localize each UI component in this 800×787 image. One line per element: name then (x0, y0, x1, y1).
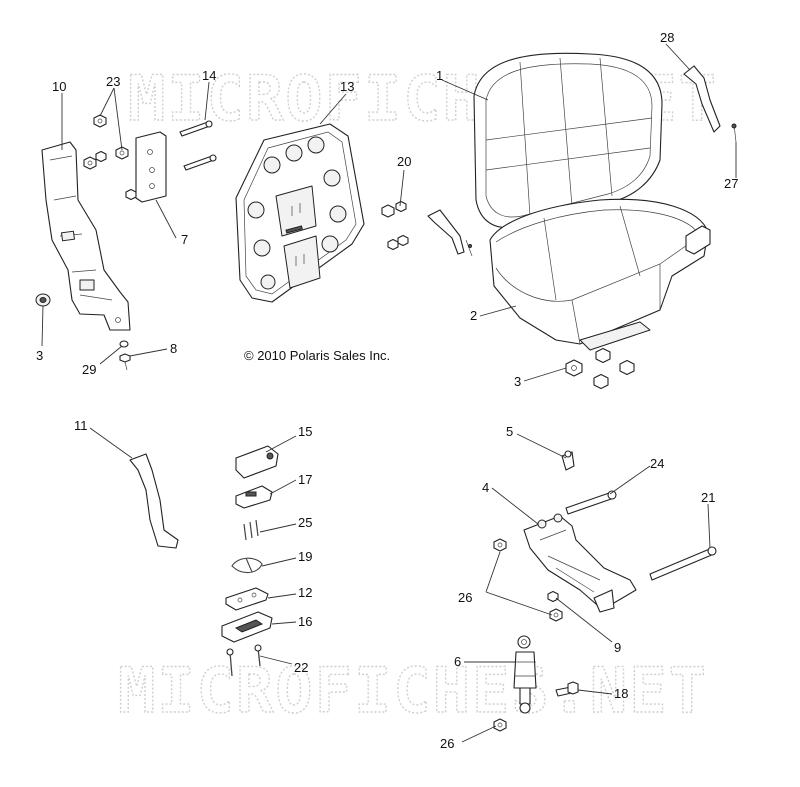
part-26-nut-lower (493, 718, 507, 732)
callout-9: 9 (614, 640, 621, 655)
part-23-nuts (83, 114, 137, 201)
part-12-plate (225, 587, 269, 611)
callout-7: 7 (181, 232, 188, 247)
part-26-nut-upper (493, 538, 507, 552)
callout-8: 8 (170, 341, 177, 356)
callout-6: 6 (454, 654, 461, 669)
copyright-notice: © 2010 Polaris Sales Inc. (244, 348, 390, 363)
part-6-shock-absorber (513, 635, 537, 714)
part-28-strap (683, 65, 721, 133)
part-27-pin (731, 123, 737, 143)
callout-3-left: 3 (36, 348, 43, 363)
callout-19: 19 (298, 549, 312, 564)
part-4-seat-frame (523, 513, 637, 613)
callout-24: 24 (650, 456, 664, 471)
part-5-bolt (561, 450, 575, 471)
callout-16: 16 (298, 614, 312, 629)
part-25-pins (243, 519, 259, 541)
part-11-strap (129, 453, 179, 549)
callout-labels: 1 2 3 3 4 5 6 7 8 9 10 11 12 13 14 15 16… (36, 30, 738, 751)
callout-27: 27 (724, 176, 738, 191)
callout-5: 5 (506, 424, 513, 439)
part-3-nuts-right (565, 347, 635, 390)
callout-12: 12 (298, 585, 312, 600)
leader-lines (41, 43, 737, 743)
seat-strap (427, 209, 473, 257)
callout-21: 21 (701, 490, 715, 505)
part-24-rod (565, 490, 617, 515)
part-10-seat-bracket (41, 141, 131, 331)
callout-29: 29 (82, 362, 96, 377)
callout-4: 4 (482, 480, 489, 495)
callout-1: 1 (436, 68, 443, 83)
part-7-mount-bracket (135, 131, 167, 203)
part-19-spring-clip (231, 557, 263, 574)
part-20-bolts (381, 200, 409, 251)
part-18-bolt (555, 681, 579, 697)
callout-23: 23 (106, 74, 120, 89)
callout-28: 28 (660, 30, 674, 45)
watermark-bottom: MICROFICHES.NET (118, 654, 708, 727)
part-3-bumper-left (35, 293, 51, 307)
callout-26-lower: 26 (440, 736, 454, 751)
callout-14: 14 (202, 68, 216, 83)
part-17-latch (235, 485, 273, 509)
part-16-base-plate (221, 611, 273, 643)
part-22-screws (226, 644, 262, 677)
part-21-rod (649, 546, 717, 581)
part-29-washer (119, 340, 129, 348)
callout-22: 22 (294, 660, 308, 675)
callout-3-right: 3 (514, 374, 521, 389)
callout-26-upper: 26 (458, 590, 472, 605)
callout-20: 20 (397, 154, 411, 169)
callout-10: 10 (52, 79, 66, 94)
callout-25: 25 (298, 515, 312, 530)
callout-11: 11 (74, 418, 88, 433)
callout-17: 17 (298, 472, 312, 487)
part-26-nut-mid (549, 608, 563, 622)
callout-18: 18 (614, 686, 628, 701)
part-2-seat-base (489, 198, 711, 351)
callout-2: 2 (470, 308, 477, 323)
part-13-back-plate (235, 123, 365, 303)
callout-15: 15 (298, 424, 312, 439)
part-8-screw (119, 353, 131, 371)
part-15-block (235, 445, 279, 479)
callout-13: 13 (340, 79, 354, 94)
part-9-washer (547, 590, 559, 603)
part-14-bolts (179, 120, 217, 171)
